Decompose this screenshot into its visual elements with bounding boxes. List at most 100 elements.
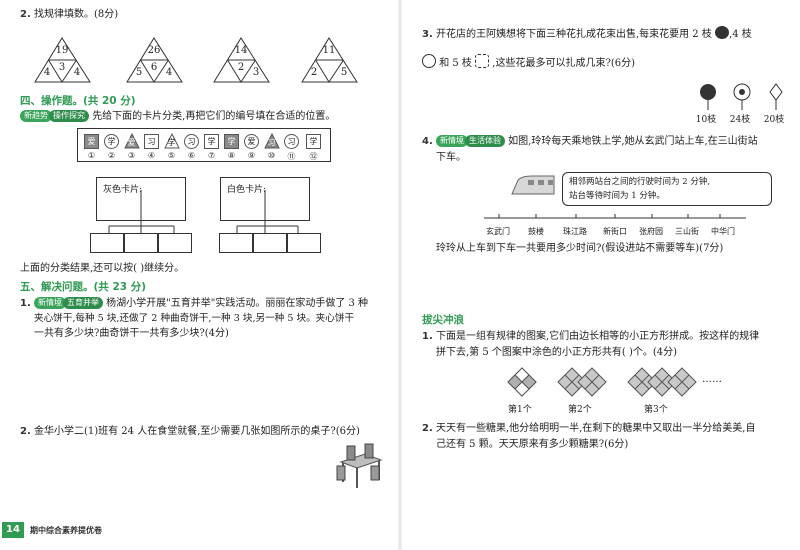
question-3: 3. 开花店的王阿姨想将下面三种花扎成花束出售,每束花要用 2 枝 ,4 枝: [422, 26, 752, 42]
tri4-left: 2: [310, 67, 318, 78]
card-3: 爱: [127, 138, 136, 147]
card-5-shape: [164, 133, 180, 149]
card-strip: 爱 ① 学 ② 爱 ③ 习 ④ 学 ⑤ 习 ⑥ 学 ⑦ 学 ⑧ 爱 ⑨ 习 ⑩ …: [77, 128, 331, 162]
section-4-title: 四、操作题。(共 20 分): [20, 95, 136, 107]
q3-line2b: ,这些花最多可以扎成几束?(6分): [492, 58, 636, 69]
tri3-mid: 2: [237, 62, 245, 73]
card-4: 习: [144, 134, 159, 149]
question-number: 2.: [422, 423, 433, 434]
question-number: 3.: [422, 29, 433, 40]
tag-new-trend: 新趋势: [20, 110, 52, 122]
section-5-title: 五、解决问题。(共 23 分): [20, 281, 147, 293]
question-3-line2: 和 5 枝 ,这些花最多可以扎成几束?(6分): [422, 54, 635, 71]
tri1-mid: 3: [58, 62, 66, 73]
daisy-count: 24枝: [729, 115, 751, 125]
card-12-num: ⑫: [309, 152, 318, 161]
card-3-shape: [124, 133, 140, 149]
triangle-4: [301, 37, 358, 83]
q4-line2: 下车。: [436, 152, 466, 163]
tri1-left: 4: [43, 67, 51, 78]
answer-box-4[interactable]: [219, 233, 253, 253]
tag-new-context: 新情境: [33, 297, 66, 309]
tri3-right: 3: [252, 67, 260, 78]
question-number: 2.: [20, 9, 31, 20]
flower-icon: [715, 26, 730, 39]
tri4-top: 11: [322, 45, 336, 56]
q4-line1: 如图,玲玲每天乘地铁上学,她从玄武门站上车,在三山街站: [508, 136, 758, 147]
page-number: 14: [2, 522, 24, 538]
answer-box-3[interactable]: [158, 233, 192, 253]
p2-line2: 己还有 5 颗。天天原来有多少颗糖果?(6分): [436, 439, 629, 450]
station-1: 玄武门: [486, 227, 510, 236]
q1-line3: 一共有多少块?曲奇饼干一共有多少块?(4分): [34, 328, 229, 339]
card-2-num: ②: [107, 151, 116, 160]
tri2-right: 4: [165, 67, 173, 78]
pattern-3: [627, 367, 697, 397]
q3-line1b: ,4 枝: [729, 29, 752, 40]
p2-line1: 天天有一些糖果,他分给明明一半,在剩下的糖果中又取出一半分给美美,自: [435, 423, 756, 434]
table-icon: [336, 443, 383, 488]
q1-line1: 杨湖小学开展"五育并举"实践活动。丽丽在家动手做了 3 种: [106, 298, 369, 309]
card-9-num: ⑨: [247, 151, 256, 160]
card-6: 习: [184, 134, 199, 149]
footer-title: 期中综合素养提优卷: [30, 526, 102, 535]
q3-line2a: 和 5 枝: [439, 58, 472, 69]
tag-operation: 操作探究: [49, 110, 89, 122]
pattern-triangles: [34, 37, 358, 83]
question-2: 2. 找规律填数。(8分): [20, 7, 118, 22]
question-number: 2.: [20, 426, 31, 437]
pattern-2-label: 第2个: [568, 405, 592, 415]
tag-new-context: 新情境: [435, 135, 468, 147]
card-10-shape: [264, 133, 280, 149]
right-page: 3. 开花店的王阿姨想将下面三种花扎成花束出售,每束花要用 2 枝 ,4 枝 和…: [402, 0, 800, 550]
section-4-instruction: 新趋势操作探究 先给下面的卡片分类,再把它们的编号填在合适的位置。: [20, 109, 335, 124]
card-4-num: ④: [147, 151, 156, 160]
pattern-1: [507, 367, 537, 397]
card-2: 学: [104, 134, 119, 149]
challenge-q1: 1. 下面是一组有规律的图案,它们由边长相等的小正方形拼成。按这样的规律: [422, 329, 759, 344]
station-6: 三山街: [675, 227, 699, 236]
answer-box-5[interactable]: [253, 233, 287, 253]
card-1: 爱: [84, 134, 99, 149]
daisy-picture: [733, 83, 751, 110]
gray-card-label: 灰色卡片:: [103, 185, 143, 195]
tri2-left: 5: [135, 67, 143, 78]
q3-line1: 开花店的王阿姨想将下面三种花扎成花束出售,每束花要用 2 枝: [435, 29, 712, 40]
classification-followup: 上面的分类结果,还可以按( )继续分。: [20, 263, 185, 274]
card-8: 学: [224, 134, 239, 149]
card-11: 习: [284, 134, 299, 149]
lily-icon: [475, 54, 490, 68]
ellipsis: ……: [702, 374, 722, 385]
station-2: 鼓楼: [528, 227, 544, 236]
answer-box-1[interactable]: [90, 233, 124, 253]
q4-question: 玲玲从上车到下车一共要用多少时间?(假设进站不需要等车)(7分): [436, 243, 724, 254]
instruction-text: 先给下面的卡片分类,再把它们的编号填在合适的位置。: [92, 111, 336, 122]
triangle-2: [126, 37, 183, 83]
s5-question-2: 2. 金华小学二(1)班有 24 人在食堂就餐,至少需要几张如图所示的桌子?(6…: [20, 424, 360, 439]
card-3-num: ③: [127, 151, 136, 160]
tree-lines: [108, 190, 299, 234]
white-card-label: 白色卡片:: [227, 185, 267, 195]
pattern-2: [557, 367, 607, 397]
card-5-num: ⑤: [167, 151, 176, 160]
card-1-num: ①: [87, 151, 96, 160]
card-6-num: ⑥: [187, 151, 196, 160]
question-number: 1.: [20, 298, 31, 309]
daisy-icon: [422, 54, 436, 68]
left-page: 2. 找规律填数。(8分) 19 4 3 4 26 5 6 4 14: [0, 0, 398, 550]
tri4-right: 5: [340, 67, 348, 78]
card-11-num: ⑪: [287, 152, 296, 161]
question-number: 1.: [422, 331, 433, 342]
p1-line1: 下面是一组有规律的图案,它们由边长相等的小正方形拼成。按这样的规律: [435, 331, 760, 342]
p1-line2: 拼下去,第 5 个图案中涂色的小正方形共有( )个。(4分): [436, 347, 678, 358]
question-4: 4. 新情境生活体验 如图,玲玲每天乘地铁上学,她从玄武门站上车,在三山街站: [422, 134, 758, 149]
rose-count: 10枝: [695, 115, 717, 125]
rose-picture: [700, 84, 716, 110]
question-number: 4.: [422, 136, 433, 147]
page-gutter: [398, 0, 402, 550]
answer-box-2[interactable]: [124, 233, 158, 253]
subway-train-icon: [511, 175, 555, 195]
answer-box-6[interactable]: [287, 233, 321, 253]
tri1-right: 4: [73, 67, 81, 78]
card-5: 学: [167, 138, 176, 147]
